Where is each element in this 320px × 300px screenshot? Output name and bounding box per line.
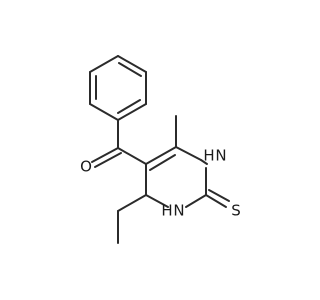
bond: [117, 103, 147, 121]
bond: [185, 194, 207, 208]
ethyl-group: [117, 194, 147, 244]
nitrogen-atom-label-top: N: [215, 147, 226, 165]
bond: [175, 146, 202, 161]
bond: [145, 194, 169, 208]
pyrimidine-ring: [145, 146, 208, 208]
sulfur-atom-label: S: [231, 202, 241, 220]
double-bond-inner: [149, 154, 176, 171]
bond: [117, 55, 147, 73]
nh-hydrogen-label-bottom: H: [161, 202, 172, 220]
nitrogen-atom-label-bottom: N: [173, 202, 184, 220]
bond: [200, 159, 208, 165]
bond: [145, 146, 177, 165]
carbonyl-group: [91, 119, 147, 168]
double-bond-inner: [118, 62, 142, 77]
nh-hydrogen-label-top: H: [203, 147, 214, 165]
molecule-canvas: O H N H N S: [80, 55, 241, 244]
double-bond-inner: [117, 99, 141, 114]
double-bond: [208, 189, 230, 202]
phenyl-ring: [89, 55, 147, 121]
bond: [89, 103, 119, 121]
bond: [117, 194, 147, 212]
double-bond: [94, 152, 122, 168]
molecule-structure: O H N H N S: [80, 55, 241, 244]
bond: [117, 147, 147, 165]
thione-group: [205, 189, 230, 208]
oxygen-atom-label: O: [80, 158, 92, 176]
double-bond: [205, 194, 227, 208]
double-bond: [91, 147, 119, 163]
bond: [89, 55, 119, 73]
